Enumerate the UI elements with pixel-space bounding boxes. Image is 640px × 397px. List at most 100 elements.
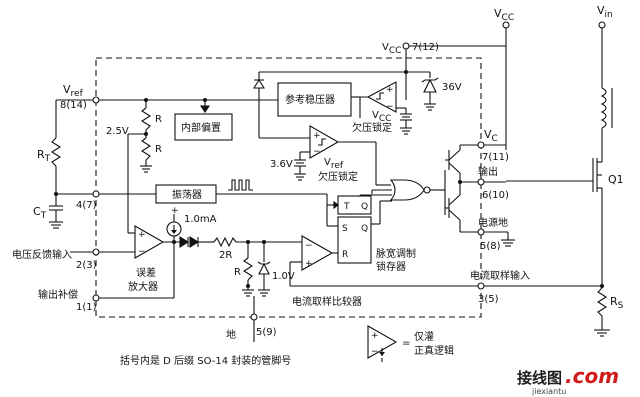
output-label: 输出: [478, 165, 498, 178]
rt-label: RT: [37, 148, 51, 164]
vc-label: VC: [484, 128, 498, 144]
pwm-latch-block: [337, 216, 372, 264]
vcc-top-terminal: [502, 21, 510, 29]
vc-pin-number: 7(11): [482, 152, 509, 163]
rt-resistor: [50, 137, 62, 167]
power-ground-icon: [501, 239, 515, 247]
current-sense-pin-terminal: [477, 282, 485, 290]
svg-text:−: −: [386, 102, 394, 112]
legend-sink-icon: [379, 348, 385, 356]
ground-pin-number: 5(9): [256, 327, 277, 338]
r3-label: R: [234, 267, 241, 278]
reference-regulator-label: 参考稳压器: [285, 93, 335, 106]
svg-text:−: −: [371, 347, 379, 357]
ground-pin-terminal: [250, 313, 258, 321]
oscillator-pulse-icon: [228, 179, 253, 191]
uvlo-label-1: 欠压锁定: [352, 121, 392, 134]
legend-label-1: 仅灌: [414, 331, 434, 343]
watermark-chinese: 接线图: [517, 369, 562, 387]
legend-equals: =: [402, 338, 410, 349]
svg-text:Q: Q: [361, 202, 368, 212]
vcc-uvlo-label: VCC: [372, 110, 391, 124]
svg-text:+: +: [138, 230, 146, 240]
zener-36v: [421, 77, 439, 93]
vref-pin-number: 8(14): [60, 100, 87, 111]
watermark-url: jiexiantu: [531, 387, 566, 396]
current-source-label: 1.0mA: [184, 214, 217, 225]
voltage-feedback-input-label: 电压反馈输入: [12, 248, 72, 261]
rs-label: RS: [610, 295, 624, 311]
svg-text:T: T: [343, 202, 350, 212]
svg-text:−: −: [138, 247, 146, 257]
vcc-top-label: VCC: [494, 7, 514, 23]
zener-ground-icon: [424, 103, 436, 111]
vcc-uvlo-comparator: [366, 81, 397, 113]
ct-pin-terminal: [92, 190, 100, 198]
vref-pin-terminal: [92, 96, 100, 104]
pwm-latch-label-2: 锁存器: [376, 260, 406, 273]
ct-ground-icon: [49, 221, 63, 229]
r1-resistor: [140, 107, 152, 131]
svg-text:+: +: [305, 259, 313, 269]
svg-text:+: +: [386, 85, 394, 95]
svg-text:+: +: [313, 131, 321, 141]
uvlo-label-2: 欠压锁定: [318, 170, 358, 183]
svg-text:−: −: [305, 241, 313, 251]
r2-resistor: [140, 137, 152, 161]
ref-diode-icon: [253, 78, 265, 89]
output-compensation-pin-number: 1(1): [76, 302, 97, 313]
svg-text:+: +: [371, 331, 379, 341]
vc-pin-terminal: [477, 141, 485, 149]
zener-36v-label: 36V: [442, 82, 462, 93]
vref-uvlo-comparator: [309, 125, 340, 159]
power-ground-pin-number: 5(8): [480, 241, 501, 252]
v-1-0-label: 1.0V: [272, 271, 295, 282]
output-totem-pole: [444, 145, 461, 232]
legend-label-2: 正真逻辑: [414, 344, 454, 357]
vref-uvlo-ref-icon: [294, 159, 306, 181]
ct-label: CT: [33, 205, 47, 221]
ct-pin-number: 4(7): [76, 200, 97, 211]
power-ground-label: 电源地: [478, 216, 508, 229]
v-3-6-label: 3.6V: [270, 159, 293, 170]
internal-bias-label: 内部偏置: [181, 121, 221, 134]
svg-text:S: S: [342, 224, 348, 234]
output-compensation-label: 输出补偿: [38, 288, 78, 301]
svg-text:Q: Q: [361, 224, 368, 234]
r3-ground-icon: [242, 289, 254, 297]
current-sense-input-label: 电流取样输入: [470, 269, 530, 282]
rs-resistor: [596, 287, 608, 317]
voltage-feedback-pin-number: 2(3): [76, 260, 97, 271]
vref-uvlo-label: Vref: [324, 157, 344, 171]
ground-label: 地: [226, 328, 236, 341]
v-2-5-label: 2.5V: [106, 126, 129, 137]
output-compensation-pin-terminal: [92, 294, 100, 302]
svg-text:−: −: [313, 147, 321, 157]
divider-ground-icon: [140, 165, 152, 173]
output-pin-number: 6(10): [482, 190, 509, 201]
error-amplifier: [134, 225, 165, 259]
current-comparator-label: 电流取样比较器: [292, 295, 362, 308]
vin-terminal: [598, 21, 606, 29]
r2-label: R: [155, 144, 162, 155]
pwm-latch-label-1: 脉宽调制: [376, 247, 416, 260]
r3-resistor: [242, 257, 254, 281]
current-sense-pin-number: 3(5): [478, 294, 499, 305]
two-r-label: 2R: [219, 250, 232, 261]
svg-text:+: +: [171, 206, 179, 216]
vref-label: Vref: [63, 83, 84, 99]
watermark-com: .com: [565, 364, 619, 388]
oscillator-label: 振荡器: [172, 188, 202, 201]
vcc-pin-terminal: [402, 42, 410, 50]
current-sense-comparator: [301, 235, 334, 271]
chip-boundary: [95, 57, 482, 318]
two-r-resistor: [213, 236, 237, 248]
output-pin-terminal: [477, 178, 485, 186]
voltage-feedback-pin-terminal: [92, 248, 100, 256]
error-amp-label-2: 放大器: [128, 280, 158, 293]
power-ground-terminal: [477, 228, 485, 236]
vcc-uvlo-ref-icon: [400, 113, 412, 135]
internal-bias-block: [174, 113, 233, 141]
q1-mosfet: [506, 158, 603, 230]
